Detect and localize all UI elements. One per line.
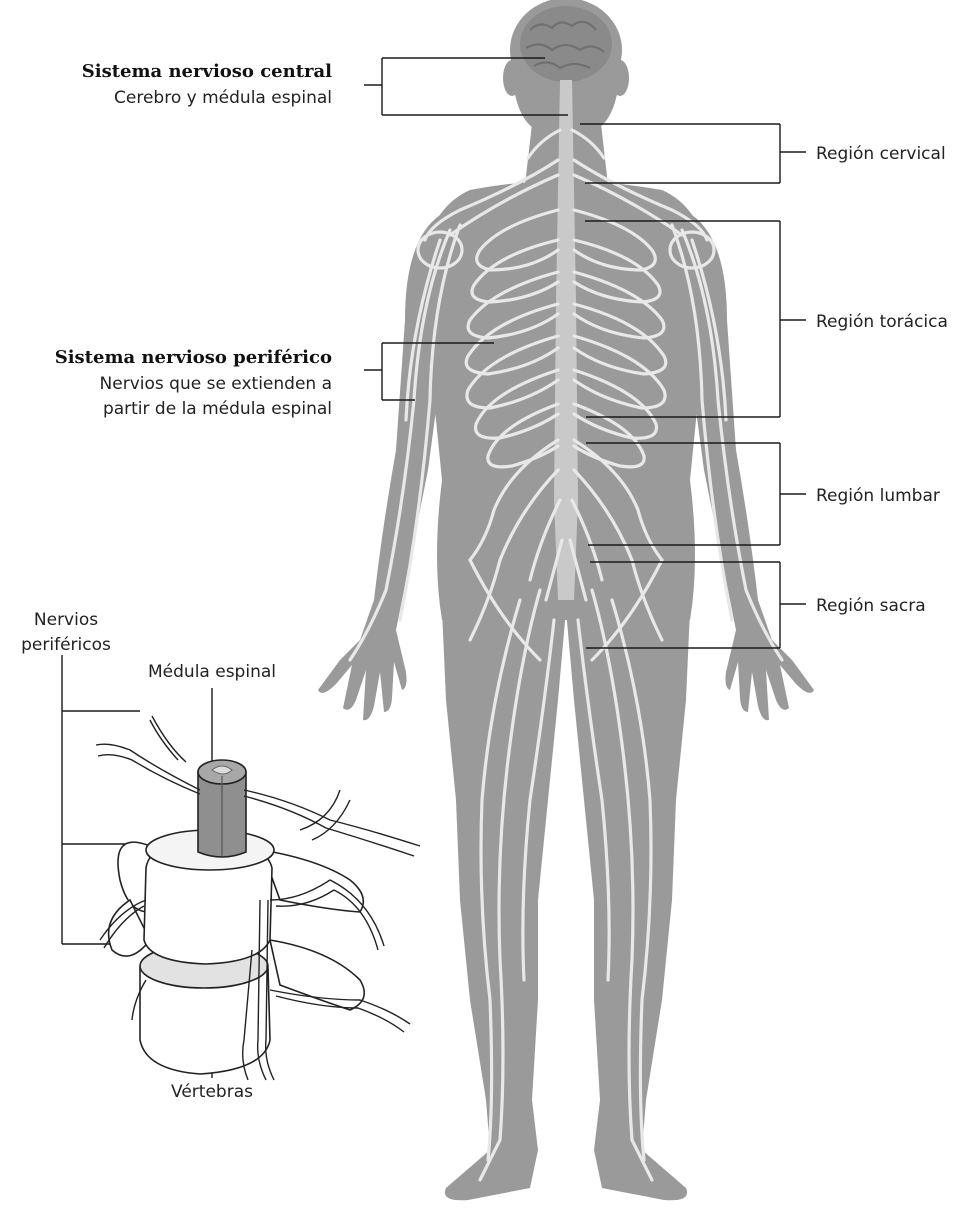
peripheral-nerves-label-line1: Nervios [16,608,116,632]
left-leg [442,610,566,1200]
vertebrae-label: Vértebras [142,1080,282,1104]
peripheral-nerves-label-line2: periféricos [6,633,126,657]
spinal-cord-label: Médula espinal [122,660,302,684]
cervical-region-label: Región cervical [816,142,946,166]
thoracic-region-label: Región torácica [816,310,948,334]
cns-description: Cerebro y médula espinal [114,86,332,110]
sacral-region-label: Región sacra [816,594,926,618]
right-arm [692,215,814,720]
brain [520,6,612,82]
lumbar-region-label: Región lumbar [816,484,940,508]
vertebrae-inset [96,716,420,1080]
right-leg [566,610,690,1200]
cervical-bracket [580,124,806,183]
pns-description-line1: Nervios que se extienden a [100,372,332,396]
cns-title: Sistema nervioso central [82,60,332,84]
pns-description-line2: partir de la médula espinal [103,397,332,421]
pns-title: Sistema nervioso periférico [55,346,332,370]
left-arm [318,215,440,720]
